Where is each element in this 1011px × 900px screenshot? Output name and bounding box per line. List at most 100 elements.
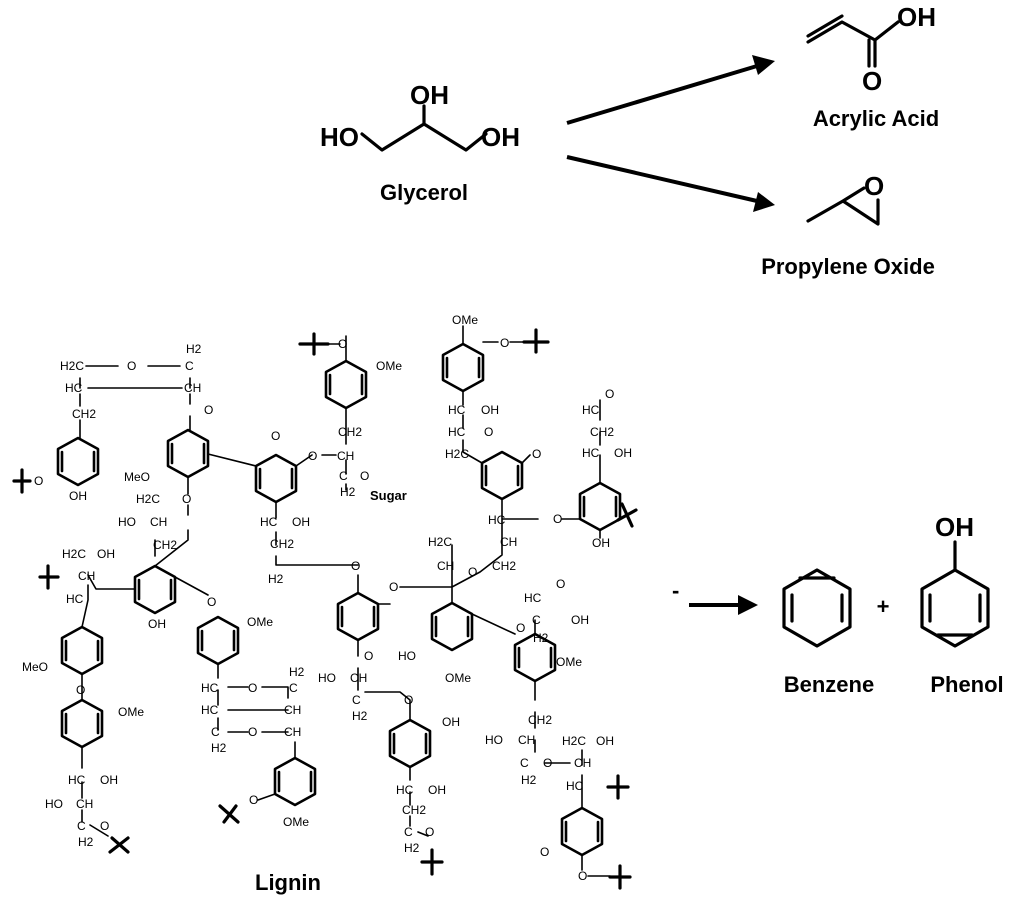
lignin-label: HO — [45, 797, 63, 811]
ring-14 — [60, 698, 104, 749]
lignin-label: O — [540, 845, 549, 859]
lignin-label: HC — [68, 773, 86, 787]
lignin-label: CH — [500, 535, 517, 549]
lignin-label: Sugar — [370, 488, 407, 503]
lignin-title: Lignin — [255, 870, 321, 895]
lignin-label: H2 — [78, 835, 94, 849]
arrowhead-propylene — [753, 192, 775, 212]
benzene-label: Benzene — [784, 672, 874, 697]
lignin-label: C — [520, 756, 529, 770]
lignin-to-products-arrow: - — [672, 578, 758, 615]
lignin-label: O — [543, 756, 552, 770]
ring-16 — [388, 718, 432, 769]
lignin-label: H2 — [211, 741, 227, 755]
ring-5 — [441, 342, 485, 393]
lignin-label: O — [425, 825, 434, 839]
lignin-label: OH — [148, 617, 166, 631]
lignin-label: HO — [398, 649, 416, 663]
lignin-label: H2 — [404, 841, 420, 855]
lignin-label: MeO — [124, 470, 150, 484]
arrowhead-acrylic — [752, 55, 775, 75]
lignin-label: HO — [318, 671, 336, 685]
lignin-label: H2 — [340, 485, 356, 499]
lignin-label: HO — [118, 515, 136, 529]
lignin-label: O — [484, 425, 493, 439]
ring-17 — [560, 806, 604, 857]
lignin-label: O — [360, 469, 369, 483]
lignin-label: O — [605, 387, 614, 401]
lignin-label: HC — [201, 681, 219, 695]
lignin-label: CH — [284, 725, 301, 739]
acrylic-acid-molecule: OH O Acrylic Acid — [806, 2, 939, 131]
lignin-label: O — [182, 492, 191, 506]
break-marker-7 — [108, 836, 130, 854]
lignin-label: OH — [428, 783, 446, 797]
glycerol-ho-left: HO — [320, 122, 359, 152]
lignin-label: CH — [284, 703, 301, 717]
break-marker-10 — [608, 864, 632, 890]
lignin-aromatic-rings — [56, 342, 622, 857]
arrow-to-propylene-oxide — [566, 155, 758, 203]
ring-4 — [324, 359, 368, 410]
lignin-label: HC — [582, 446, 600, 460]
lignin-label: O — [532, 447, 541, 461]
lignin-label: CH — [76, 797, 93, 811]
lignin-label: O — [207, 595, 216, 609]
lignin-label: O — [351, 559, 360, 573]
ring-9 — [60, 625, 104, 676]
ring-15 — [273, 756, 317, 807]
lignin-label: OH — [292, 515, 310, 529]
lignin-label: C — [211, 725, 220, 739]
lignin-label: CH2 — [338, 425, 362, 439]
lignin-label: HC — [396, 783, 414, 797]
lignin-label: HC — [65, 381, 83, 395]
lignin-label: H2C — [60, 359, 84, 373]
glycerol-oh-right: OH — [481, 122, 520, 152]
lignin-label: O — [516, 621, 525, 635]
ring-10 — [196, 615, 240, 666]
break-marker-3 — [522, 328, 550, 354]
lignin-label: CH2 — [492, 559, 516, 573]
lignin-label: HC — [524, 591, 542, 605]
lignin-label: H2 — [186, 342, 202, 356]
lignin-label: C — [289, 681, 298, 695]
benzene-molecule: Benzene — [782, 568, 874, 697]
ring-11 — [336, 591, 380, 642]
break-marker-4 — [616, 502, 638, 528]
lignin-label: CH2 — [153, 538, 177, 552]
ring-1 — [56, 436, 100, 487]
lignin-label: HC — [448, 425, 466, 439]
lignin-label: HC — [260, 515, 278, 529]
break-marker-2 — [298, 332, 330, 356]
lignin-label: OH — [97, 547, 115, 561]
lignin-label: OH — [614, 446, 632, 460]
lignin-label: O — [100, 819, 109, 833]
lignin-label: HC — [488, 513, 506, 527]
acrylic-oh: OH — [897, 2, 936, 32]
lignin-label: CH — [184, 381, 201, 395]
lignin-label: O — [578, 869, 587, 883]
lignin-label: CH2 — [590, 425, 614, 439]
lignin-label: O — [338, 337, 347, 351]
reaction-arrows-glycerol — [566, 55, 775, 212]
acrylic-o: O — [862, 66, 882, 96]
lignin-label: CH — [518, 733, 535, 747]
glycerol-molecule: HO OH OH Glycerol — [320, 80, 520, 205]
propylene-skeleton — [806, 186, 880, 226]
lignin-label: C — [352, 693, 361, 707]
ring-3 — [254, 453, 298, 504]
lignin-label: O — [127, 359, 136, 373]
lignin-label: CH — [350, 671, 367, 685]
lignin-atom-labels: H2C O C H2 HC CH CH2 O O OH MeO O H2C O … — [22, 313, 632, 883]
lignin-label: CH2 — [402, 803, 426, 817]
glycerol-oh-top: OH — [410, 80, 449, 110]
lignin-label: CH — [78, 569, 95, 583]
lignin-label: HO — [485, 733, 503, 747]
lignin-label: O — [500, 336, 509, 350]
break-marker-9 — [606, 774, 630, 800]
lignin-label: O — [553, 512, 562, 526]
lignin-label: OMe — [445, 671, 471, 685]
lignin-label: CH2 — [72, 407, 96, 421]
lignin-label: OMe — [452, 313, 478, 327]
glycerol-label: Glycerol — [380, 180, 468, 205]
